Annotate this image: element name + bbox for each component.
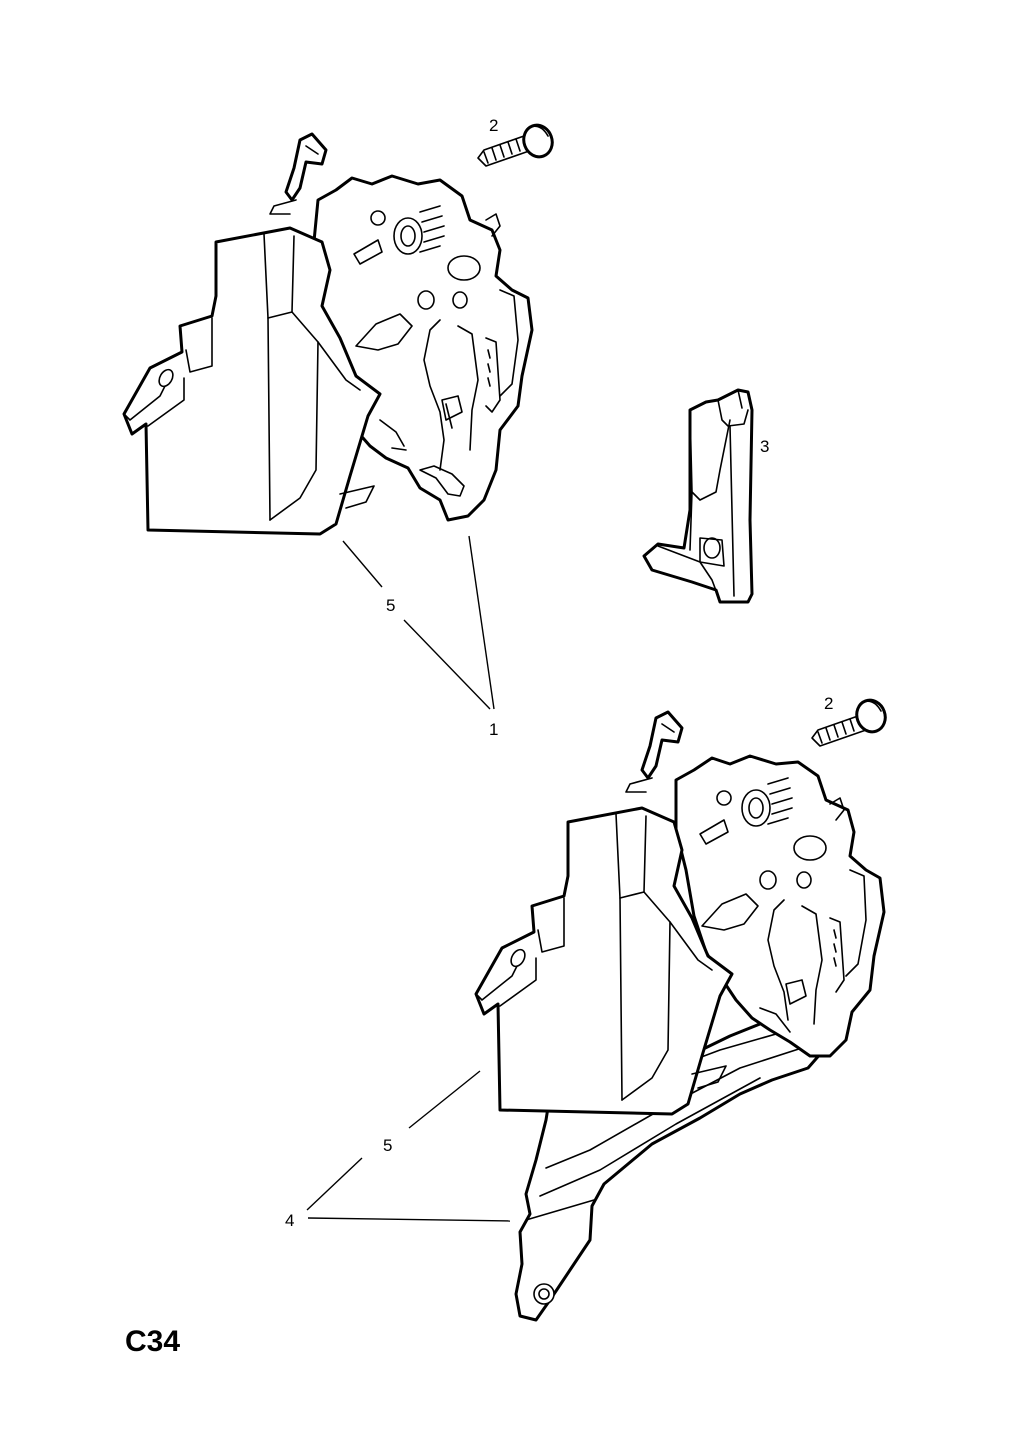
callout-4: 4 [285, 1211, 294, 1230]
door-lock-upper-illustration [122, 132, 534, 536]
door-lock-lower-illustration [474, 710, 886, 1322]
callout-2-bottom: 2 [824, 694, 833, 713]
callout-1: 1 [489, 720, 498, 739]
leader-1 [468, 535, 495, 710]
screw-upper-illustration [477, 123, 554, 167]
leader-5-top-upper [342, 540, 383, 588]
leader-4-upper [306, 1157, 363, 1211]
leader-5-bottom [408, 1070, 481, 1129]
lock-cover-piece-illustration [642, 388, 754, 604]
screw-lower-illustration [811, 698, 887, 747]
leader-5-top-lower [403, 619, 491, 710]
callout-3: 3 [760, 437, 769, 456]
callout-5-top: 5 [386, 596, 395, 615]
leader-lines [306, 535, 511, 1222]
page-code-label: C34 [125, 1325, 180, 1358]
leader-4-lower [307, 1217, 511, 1222]
callout-2-top: 2 [489, 116, 498, 135]
callout-5-bottom: 5 [383, 1136, 392, 1155]
